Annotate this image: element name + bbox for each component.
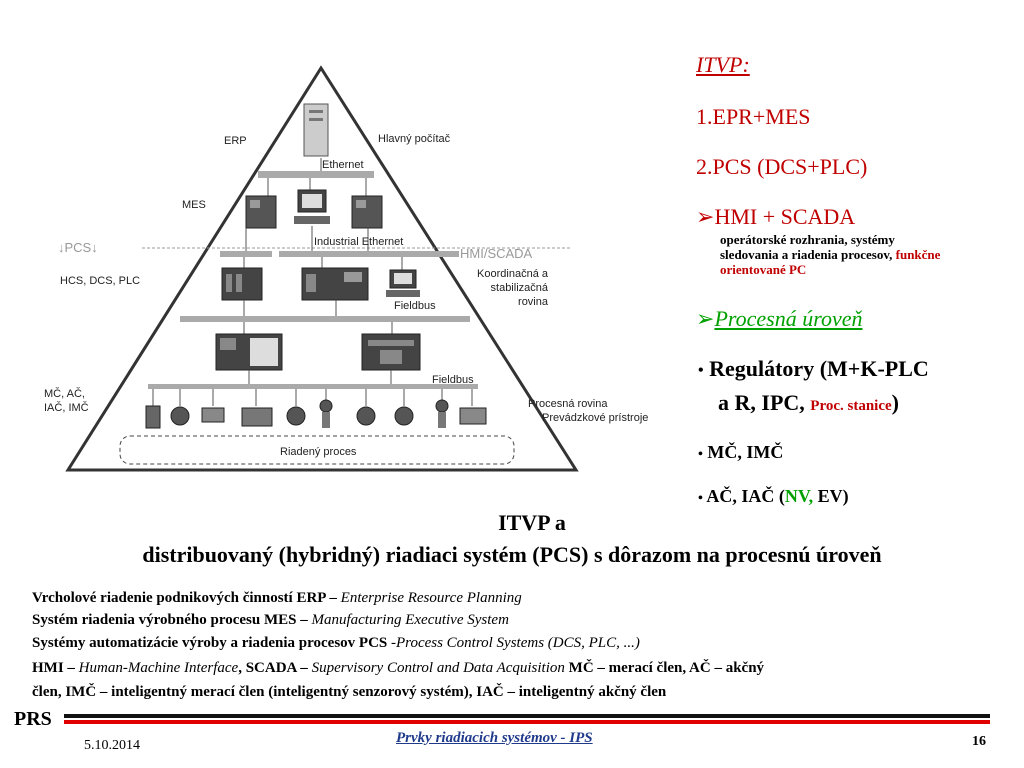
nv-text: NV, [784, 486, 814, 506]
definition-mes-italic: Manufacturing Executive System [311, 612, 509, 628]
fieldbus-label-2: Fieldbus [432, 374, 474, 386]
ac-iac-text: AČ, IAČ ( [706, 486, 785, 506]
definition-hmi-bold-3: MČ – merací člen, AČ – akčný [568, 660, 765, 676]
definition-erp-italic: Enterprise Resource Planning [340, 590, 522, 606]
regulators-line-1: Regulátory (M+K-PLC [709, 356, 929, 381]
definition-hmi: HMI – Human-Machine Interface, SCADA – S… [32, 660, 764, 677]
definition-mes-bold: Systém riadenia výrobného procesu MES – [32, 612, 308, 628]
ev-text: EV) [813, 486, 849, 506]
slide-title-line-1: ITVP a [498, 510, 566, 535]
bullet-mc-imc: • MČ, IMČ [698, 442, 783, 463]
regulators-line-2: a R, IPC, Proc. stanice) [718, 390, 899, 416]
arrow-bullet-icon-2: ➢ [696, 306, 715, 331]
field-device-6-icon [319, 399, 333, 413]
field-device-3-icon [201, 407, 225, 423]
bullet-dot-icon-2: • [698, 447, 703, 462]
arrow-bullet-icon: ➢ [696, 204, 715, 229]
footer-course-title: Prvky riadiacich systémov - IPS [396, 730, 593, 746]
slide-title-line-2: distribuovaný (hybridný) riadiaci systém… [142, 542, 882, 567]
definition-pcs-italic: -Process Control Systems (DCS, PLC, ...) [391, 635, 640, 651]
field-device-9-icon [435, 399, 449, 413]
proc-stations-text: Proc. stanice [810, 398, 892, 414]
footer-page-number: 16 [972, 734, 986, 749]
definition-hmi-italic-2: Supervisory Control and Data Acquisition [311, 660, 565, 676]
hmi-desc-2: sledovania a riadenia procesov, funkčne [720, 247, 940, 263]
bullet-dot-icon: • [698, 361, 704, 379]
pcs-label: ↓PCS↓ [58, 240, 98, 255]
definition-pcs-bold: Systémy automatizácie výroby a riadenia … [32, 635, 388, 651]
hmi-desc-1: operátorské rozhrania, systémy [720, 232, 895, 247]
bullet-dot-icon-3: • [698, 491, 703, 506]
ethernet-label: Ethernet [322, 159, 364, 171]
hmi-scada-heading-text: HMI + SCADA [714, 204, 856, 229]
field-device-10-icon [459, 407, 487, 425]
regulators-line-2a: a R, IPC, [718, 390, 805, 415]
itvp-heading: ITVP: [696, 52, 750, 77]
hcs-dcs-plc-label: HCS, DCS, PLC [60, 275, 141, 287]
footer-bar-black [64, 714, 990, 718]
field-device-5-icon [286, 406, 306, 426]
process-level-heading: ➢Procesná úroveň [696, 306, 863, 332]
definition-hmi-italic-1: Human-Machine Interface [78, 660, 239, 676]
field-device-1-icon [145, 405, 161, 429]
field-devices-label: Prevádzkové prístroje [542, 412, 649, 424]
coordination-label-1: Koordinačná a [477, 268, 548, 280]
definition-mes: Systém riadenia výrobného procesu MES – … [32, 612, 509, 629]
hmi-scada-heading: ➢HMI + SCADA [696, 204, 855, 230]
fieldbus-label-1: Fieldbus [394, 300, 436, 312]
field-device-7-icon [356, 406, 376, 426]
hmi-desc-2-text: sledovania a riadenia procesov, [720, 247, 893, 262]
automation-pyramid-diagram [65, 65, 579, 472]
field-device-2-icon [170, 406, 190, 426]
hmi-desc-3: orientované PC [720, 262, 807, 277]
controlled-process-label: Riadený proces [280, 446, 357, 458]
definition-last-line: člen, IMČ – inteligentný merací člen (in… [32, 684, 667, 700]
mc-ac-label-2: IAČ, IMČ [44, 402, 89, 414]
hmi-desc-2-red: funkčne [895, 247, 941, 262]
coordination-label-2: stabilizačná [490, 282, 548, 294]
process-level-heading-text: Procesná úroveň [714, 306, 863, 331]
process-level-label: Procesná rovina [528, 398, 608, 410]
item-erp-mes: 1.EPR+MES [696, 104, 811, 129]
bullet-regulators: • Regulátory (M+K-PLC [698, 356, 929, 382]
erp-label: ERP [224, 135, 247, 147]
prs-logo: PRS [14, 708, 52, 730]
item-pcs: 2.PCS (DCS+PLC) [696, 154, 868, 179]
field-device-4-icon [241, 407, 273, 427]
main-computer-label: Hlavný počítač [378, 133, 451, 145]
coordination-label-3: rovina [518, 296, 548, 308]
mes-label: MES [182, 199, 206, 211]
controlled-process-box [119, 435, 515, 465]
bullet-ac-iac: • AČ, IAČ (NV, EV) [698, 486, 849, 507]
hmi-scada-label: HMI/SCADA [460, 246, 533, 261]
mc-imc-text: MČ, IMČ [707, 442, 784, 462]
footer-date: 5.10.2014 [84, 738, 140, 753]
field-device-8-icon [394, 406, 414, 426]
definition-erp-bold: Vrcholové riadenie podnikových činností … [32, 590, 337, 606]
mc-ac-label-1: MČ, AČ, [44, 388, 85, 400]
regulators-line-2b: ) [891, 390, 899, 415]
definition-erp: Vrcholové riadenie podnikových činností … [32, 590, 522, 607]
definition-hmi-bold-2: , SCADA – [238, 660, 308, 676]
definition-hmi-bold-1: HMI – [32, 660, 75, 676]
industrial-ethernet-label: Industrial Ethernet [314, 236, 404, 248]
footer-bar-red [64, 720, 990, 724]
definition-pcs: Systémy automatizácie výroby a riadenia … [32, 635, 640, 652]
